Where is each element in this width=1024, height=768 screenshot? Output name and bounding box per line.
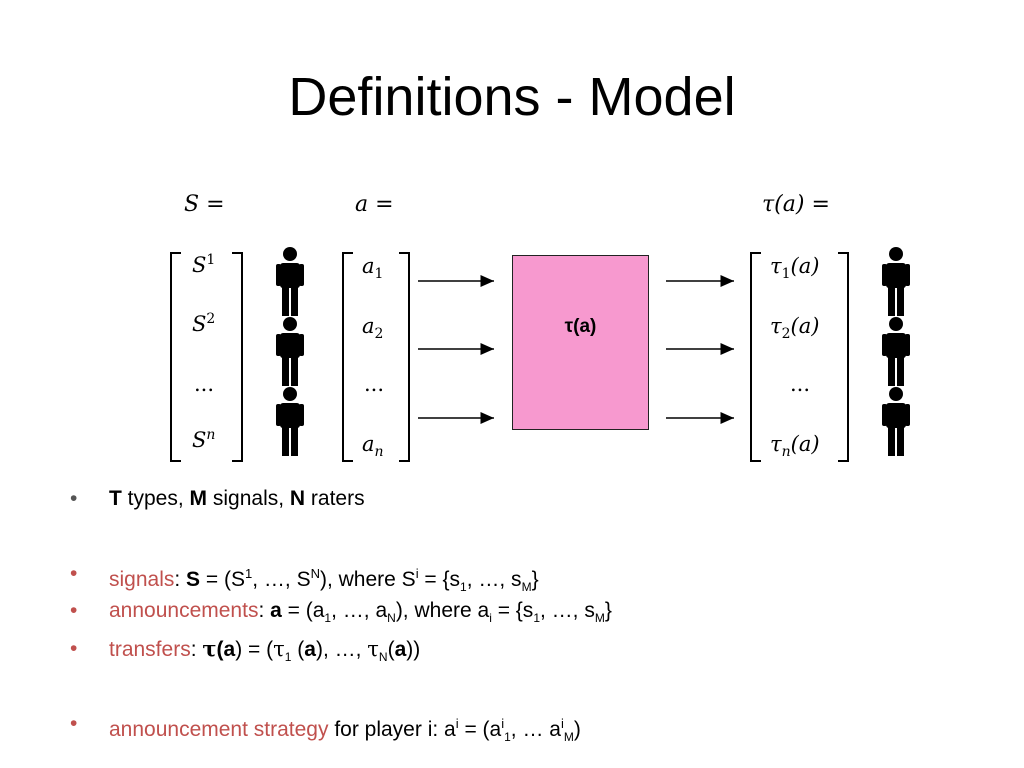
signal-entry-ellipsis: ... (194, 372, 215, 396)
signals-header: S = (184, 192, 225, 217)
mechanism-box: τ(a) (512, 255, 649, 430)
signal-entry-1: S1 (192, 252, 216, 277)
signal-entry-n: Sn (192, 427, 216, 452)
signals-right-bracket (232, 252, 243, 462)
person-icon (276, 247, 304, 316)
signal-entry-2: S2 (192, 311, 216, 336)
term-signals: signals (109, 568, 175, 591)
transfers-right-bracket (838, 252, 849, 462)
term-announcement-strategy: announcement strategy (109, 718, 329, 741)
term-announcements: announcements (109, 599, 259, 622)
transfer-entry-1: τ1(a) (770, 254, 820, 283)
bullet-dot: • (70, 562, 78, 585)
term-transfers: transfers (109, 638, 191, 661)
bullet-dot: • (70, 599, 78, 622)
announcements-right-bracket (399, 252, 410, 462)
announcement-entry-2: a2 (362, 314, 384, 343)
slide-title: Definitions - Model (288, 67, 736, 127)
bullet-dot: • (70, 712, 78, 735)
transfers-left-bracket (750, 252, 761, 462)
person-icon (276, 317, 304, 386)
announcement-entry-ellipsis: ... (364, 372, 385, 396)
transfer-entry-n: τn(a) (770, 432, 820, 461)
announcement-entry-1: a1 (362, 254, 384, 283)
transfers-header: τ(a) = (762, 192, 830, 217)
announcement-entry-n: an (362, 432, 384, 461)
bullet-dot: • (70, 637, 78, 660)
person-icon (882, 317, 910, 386)
announcements-left-bracket (342, 252, 353, 462)
person-icon (276, 387, 304, 456)
signals-left-bracket (170, 252, 181, 462)
bullet-dot: • (70, 487, 78, 510)
transfer-entry-2: τ2(a) (770, 314, 820, 343)
mechanism-label: τ(a) (564, 316, 597, 337)
announcements-header: a = (355, 192, 394, 217)
transfer-entry-ellipsis: ... (790, 372, 811, 396)
person-icon (882, 247, 910, 316)
person-icon (882, 387, 910, 456)
